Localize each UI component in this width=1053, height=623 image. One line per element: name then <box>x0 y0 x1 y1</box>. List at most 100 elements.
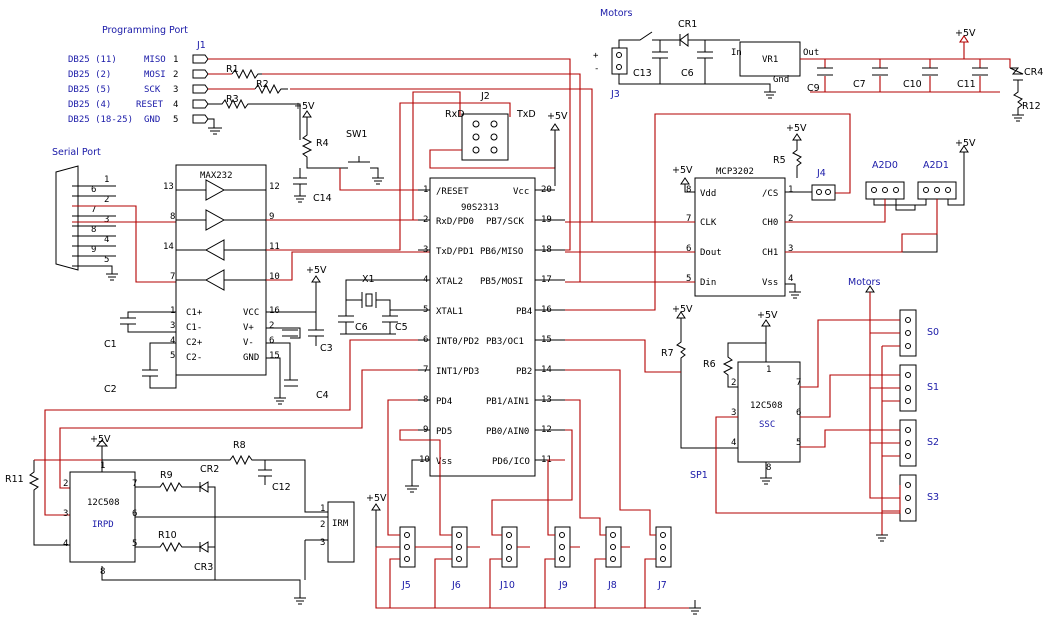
max232-c1p: C1+ <box>186 308 203 318</box>
mcu-pin-pb4: PB4 <box>516 307 532 317</box>
mcu-pin-rxd: RxD/PD0 <box>436 217 474 227</box>
max232-pin-8: 8 <box>170 212 175 222</box>
adc-pin-4: 4 <box>788 274 793 284</box>
c4-label: C4 <box>316 390 329 401</box>
db-label-3: DB25 (5) <box>68 85 111 95</box>
ssc-pin-6: 6 <box>796 408 801 418</box>
c6-label-xtal: C6 <box>355 322 368 333</box>
a2d0-label: A2D0 <box>872 160 898 171</box>
s2-label: S2 <box>927 437 939 448</box>
txd-label: TxD <box>516 109 536 120</box>
s1-label: S1 <box>927 382 939 393</box>
serial-pin-6: 6 <box>91 185 96 195</box>
ssc-pin-8: 8 <box>766 463 771 473</box>
adc-pin-3: 3 <box>788 244 793 254</box>
sig-label-5: GND <box>144 115 160 125</box>
pin-label-1: 1 <box>173 55 178 65</box>
cr4-r12 <box>1009 67 1024 122</box>
r4-vcc-arrow <box>302 110 312 118</box>
r12-label: R12 <box>1022 101 1041 112</box>
mcu-chip <box>429 177 536 477</box>
sig-label-2: MOSI <box>144 70 166 80</box>
wire-max-out <box>266 251 430 281</box>
wire-serial-tx <box>72 205 176 283</box>
c7-label: C7 <box>853 79 866 90</box>
irpd-chip <box>69 471 136 563</box>
adc-power <box>680 177 801 299</box>
db-label-4: DB25 (4) <box>68 100 111 110</box>
irpd-part: 12C508 <box>87 498 120 508</box>
servo-gnd <box>876 534 888 542</box>
mcu-pin-pd4: PD4 <box>436 397 452 407</box>
s1-header <box>899 364 917 412</box>
r4-label: R4 <box>316 138 329 149</box>
j3-label: J3 <box>610 89 620 100</box>
sw1-label: SW1 <box>346 129 367 140</box>
cr4-label: CR4 <box>1024 67 1043 78</box>
servo-headers <box>899 309 917 522</box>
vr1-gnd: Gnd <box>773 75 789 85</box>
j3-connector <box>611 47 628 75</box>
mcu-pin-int1: INT1/PD3 <box>436 367 479 377</box>
db-label-5: DB25 (18-25) <box>68 115 133 125</box>
max232-c1p-num: 1 <box>170 306 175 316</box>
output-caps <box>817 67 988 76</box>
wire-pb3-ssc <box>565 339 681 373</box>
r6-label: R6 <box>703 359 716 370</box>
motors-servo-label: Motors <box>848 277 880 288</box>
servo-power-wires <box>869 292 900 535</box>
mcu-pin-pb6: PB6/MISO <box>480 247 523 257</box>
adc-cs: /CS <box>762 189 778 199</box>
bottom-jumper-wires <box>375 546 695 609</box>
gnd-port <box>208 118 222 135</box>
irm-name: IRM <box>332 519 349 529</box>
wire-miso <box>208 58 571 251</box>
irpd-pin-1: 1 <box>100 461 105 471</box>
input-caps <box>652 40 713 84</box>
r3-label: R3 <box>226 94 239 105</box>
sw1-switch <box>340 156 384 185</box>
r4-plus5-label: +5V <box>294 101 315 112</box>
power-plus5: +5V <box>955 28 976 39</box>
sig-label-4: RESET <box>136 100 164 110</box>
ssc-power <box>722 319 772 485</box>
max232-caps-right <box>266 275 324 405</box>
r1-resistor <box>231 68 262 80</box>
mcu-pin-pb2: PB2 <box>516 367 532 377</box>
mcu-pin-pb5: PB5/MOSI <box>480 277 523 287</box>
c5-label: C5 <box>395 322 408 333</box>
r7-resistor <box>676 311 738 449</box>
vr1-regulator <box>739 41 801 77</box>
irpd-plus5: +5V <box>90 434 111 445</box>
cr3-label: CR3 <box>194 562 213 573</box>
ssc-chip <box>737 361 801 463</box>
bottom-gnd <box>689 600 701 615</box>
serial-pin-8: 8 <box>91 225 96 235</box>
adc-pin-5: 5 <box>686 274 691 284</box>
a2d-plus5: +5V <box>955 138 976 149</box>
power-output-wires <box>800 35 1011 93</box>
j7-label: J7 <box>657 580 667 591</box>
serial-pin-3: 3 <box>104 215 109 225</box>
c11-label: C11 <box>957 79 976 90</box>
adc-vss: Vss <box>762 278 778 288</box>
a2d-red-wires <box>785 199 938 253</box>
max232-pin-7: 7 <box>170 272 175 282</box>
max232-gnd-num: 15 <box>269 351 280 361</box>
r5-resistor <box>785 133 812 193</box>
mcu-pin-pd6: PD6/ICO <box>492 457 530 467</box>
adc-ch1: CH1 <box>762 248 778 258</box>
mcu-pin-pb7: PB7/SCK <box>486 217 525 227</box>
sig-label-1: MISO <box>144 55 166 65</box>
s3-header <box>899 474 917 522</box>
j3-plus: + <box>593 51 599 61</box>
j1-connector <box>192 54 209 124</box>
serial-pin-9: 9 <box>91 245 96 255</box>
adc-pin-6: 6 <box>686 244 691 254</box>
max232-pin-12: 12 <box>269 182 280 192</box>
r10-label: R10 <box>158 530 177 541</box>
s2-header <box>899 419 917 467</box>
max232-cap-pins: C1+ 1 VCC 16 C1- 3 V+ 2 C2+ 4 V- 6 C2- 5… <box>170 306 280 363</box>
